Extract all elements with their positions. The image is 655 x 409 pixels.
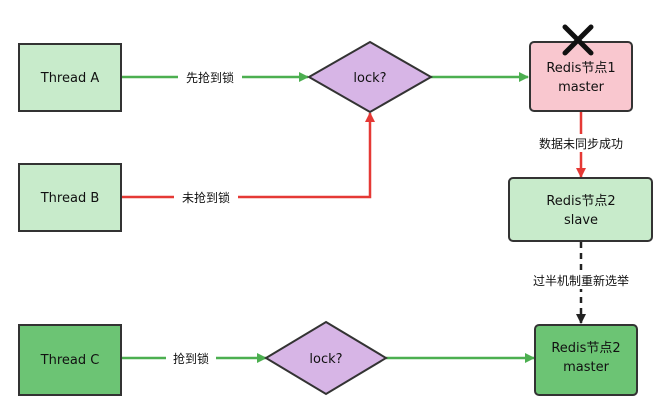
node-redis2-line2: slave: [564, 213, 598, 228]
node-thread-c: Thread C: [18, 324, 122, 396]
node-redis2-line1: Redis节点2: [546, 194, 615, 209]
node-redis1-line2: master: [558, 80, 604, 95]
x-icon: [562, 24, 594, 56]
node-thread-b: Thread B: [18, 163, 122, 232]
edge-label-a: 先抢到锁: [186, 70, 234, 85]
node-lock-bottom-label: lock?: [309, 352, 342, 367]
node-thread-a-label: Thread A: [40, 71, 100, 86]
node-redis3-line2: master: [563, 360, 609, 375]
node-thread-c-label: Thread C: [40, 353, 100, 368]
node-redis3-line1: Redis节点2: [551, 341, 620, 356]
node-redis3-master: Redis节点2 master: [534, 324, 638, 396]
edge-redis1-to-redis2: 数据未同步成功: [533, 112, 629, 178]
node-redis1-master: Redis节点1 master: [529, 41, 633, 112]
edge-redis2-to-redis3: 过半机制重新选举: [527, 242, 635, 324]
node-thread-b-label: Thread B: [40, 191, 100, 206]
edge-label-c: 抢到锁: [173, 351, 209, 366]
edge-label-election: 过半机制重新选举: [533, 273, 629, 288]
node-lock-top-label: lock?: [353, 71, 386, 86]
edge-thread-b-to-lock: 未抢到锁: [121, 112, 375, 206]
edge-label-sync: 数据未同步成功: [539, 136, 623, 151]
node-redis2-slave: Redis节点2 slave: [508, 177, 653, 242]
node-lock-bottom: lock?: [264, 320, 388, 396]
node-redis1-line1: Redis节点1: [546, 61, 615, 76]
edge-label-b: 未抢到锁: [182, 190, 230, 205]
edge-thread-a-to-lock: 先抢到锁: [121, 68, 309, 86]
node-lock-top: lock?: [306, 40, 434, 114]
node-thread-a: Thread A: [18, 43, 122, 112]
edge-thread-c-to-lock: 抢到锁: [121, 349, 267, 367]
